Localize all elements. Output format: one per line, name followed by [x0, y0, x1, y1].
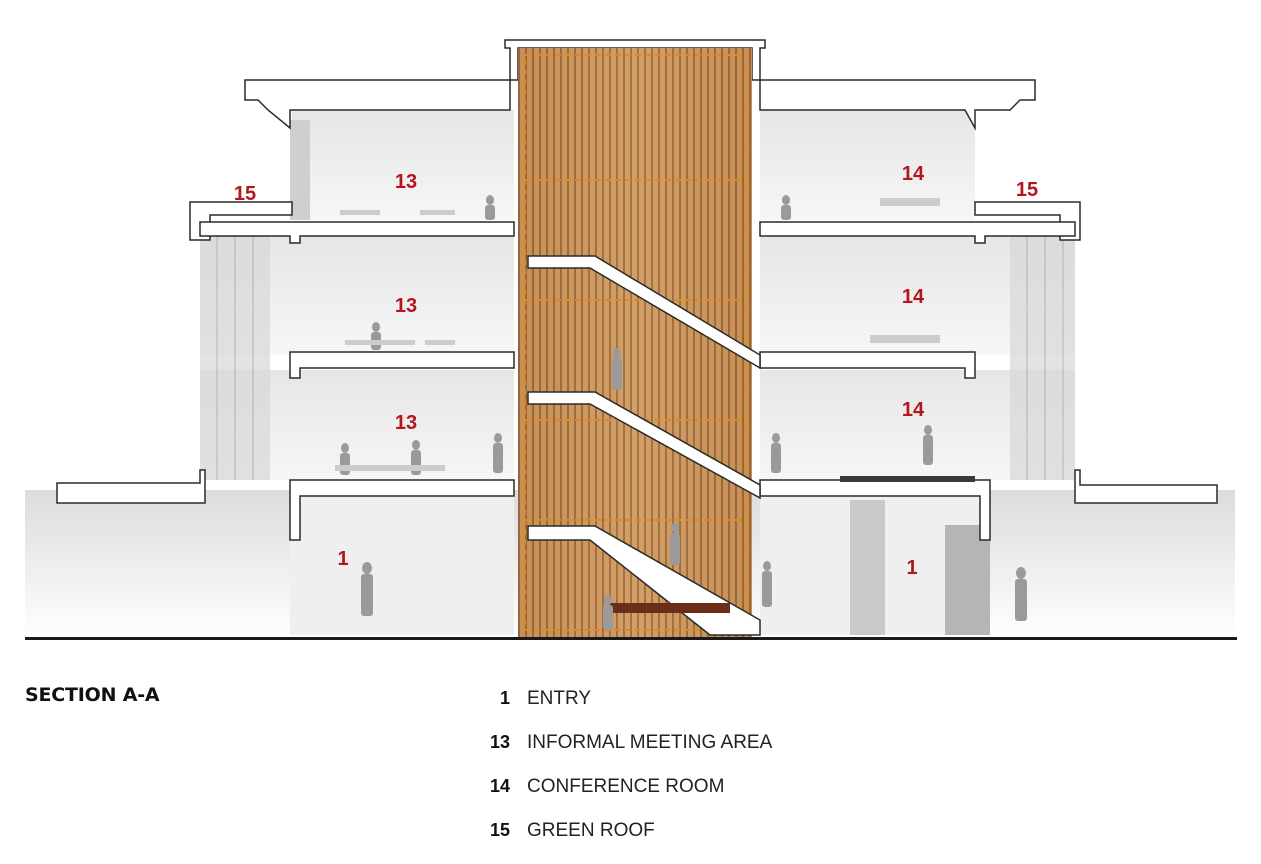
legend-number: 13	[489, 732, 510, 752]
legend-item-informal-meeting-area: 13 INFORMAL MEETING AREA	[470, 732, 772, 776]
legend-item-entry: 1 ENTRY	[470, 688, 772, 732]
furniture	[335, 198, 975, 482]
legend-item-conference-room: 14 CONFERENCE ROOM	[470, 776, 772, 820]
left-wing	[200, 110, 514, 635]
callout-meeting-floor4: 13	[394, 171, 418, 193]
callout-conference-floor2: 14	[901, 399, 925, 421]
stair-flights	[527, 255, 761, 636]
callout-entry-right: 1	[906, 557, 918, 579]
legend-label: CONFERENCE ROOM	[527, 776, 725, 797]
slabs	[56, 39, 1218, 541]
callout-meeting-floor3: 13	[394, 295, 418, 317]
legend-number: 1	[499, 688, 510, 708]
callout-conference-floor3: 14	[901, 286, 925, 308]
section-drawing	[25, 39, 1237, 640]
legend-label: GREEN ROOF	[527, 820, 655, 841]
legend: 1 ENTRY 13 INFORMAL MEETING AREA 14 CONF…	[470, 688, 772, 864]
callout-conference-floor4: 14	[901, 163, 925, 185]
legend-label: INFORMAL MEETING AREA	[527, 732, 773, 753]
callout-green-roof-left: 15	[233, 183, 257, 205]
legend-item-green-roof: 15 GREEN ROOF	[470, 820, 772, 864]
ground-line	[25, 637, 1237, 640]
legend-number: 15	[489, 820, 510, 840]
legend-label: ENTRY	[527, 688, 592, 709]
section-title: SECTION A-A	[25, 684, 160, 706]
callout-green-roof-right: 15	[1015, 179, 1039, 201]
figures	[340, 195, 1027, 630]
callout-entry-left: 1	[337, 548, 349, 570]
legend-number: 14	[489, 776, 510, 796]
callout-meeting-floor2: 13	[394, 412, 418, 434]
